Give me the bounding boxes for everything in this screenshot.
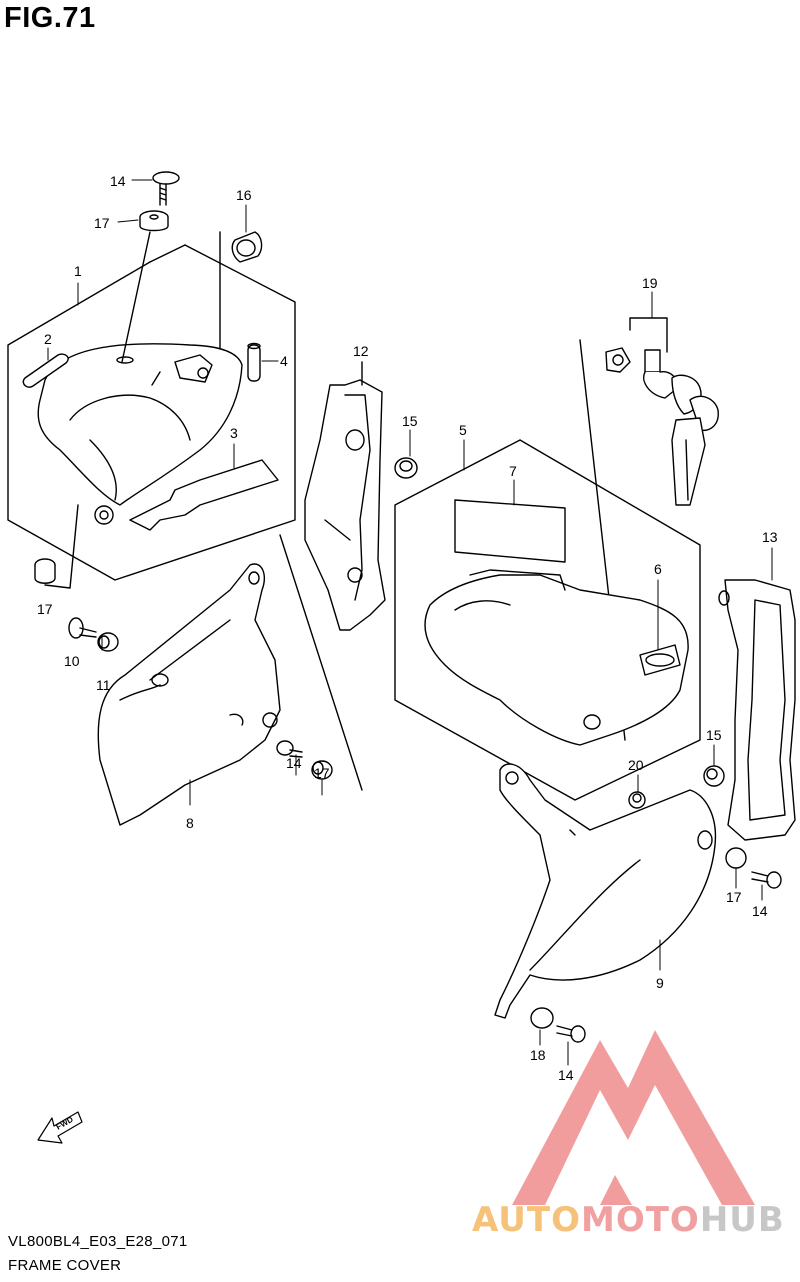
leader-lines (47, 179, 773, 1066)
leader-17a-part1 (121, 231, 151, 363)
watermark-hub: HUB (699, 1200, 785, 1240)
part-8-side-cover (97, 563, 281, 826)
part-14-screw-mid (276, 740, 303, 758)
figure-label: FIG.71 (4, 2, 96, 34)
callout: 16 (236, 187, 252, 203)
part-14-screw-bottom (556, 1025, 586, 1043)
part-14-screw-right (751, 871, 782, 889)
callout: 3 (230, 425, 238, 441)
callout: 17 (726, 889, 742, 905)
callout: 14 (286, 755, 302, 771)
callout: 9 (656, 975, 664, 991)
callout: 14 (110, 173, 126, 189)
part-7-label (454, 499, 566, 563)
callout: 11 (96, 677, 111, 693)
callout: 14 (752, 903, 768, 919)
callout: 18 (530, 1047, 546, 1063)
watermark-auto: AUTO (472, 1200, 581, 1240)
callout-numbers: 14 17 16 1 2 4 3 17 10 11 12 15 5 7 19 6… (37, 173, 778, 1083)
leader-17b (44, 504, 79, 589)
part-17-grommet-mid (311, 760, 333, 780)
part-4-pin (247, 342, 261, 382)
callout: 19 (642, 275, 658, 291)
part-12-bracket (304, 379, 386, 631)
part-2-strip (22, 353, 69, 388)
watermark-moto: MOTO (580, 1200, 700, 1240)
callout: 13 (762, 529, 778, 545)
callout: 17 (94, 215, 110, 231)
part-20-grommet (628, 791, 646, 809)
part-1-cover (37, 343, 243, 525)
leader-group8 (279, 534, 363, 791)
part-11-grommet (97, 632, 119, 652)
part-16-grommet (231, 231, 263, 263)
diagram-code: VL800BL4_E03_E28_071 (8, 1233, 188, 1250)
part-10-screw (68, 617, 97, 639)
callout: 17 (37, 601, 53, 617)
part-5-frame-cover (424, 569, 689, 746)
callout: 8 (186, 815, 194, 831)
callout: 7 (509, 463, 517, 479)
callout: 4 (280, 353, 288, 369)
callout: 15 (402, 413, 418, 429)
part-19-lock-set (605, 317, 719, 506)
callout: 14 (558, 1067, 574, 1083)
callout: 12 (353, 343, 369, 359)
part-13-guard (718, 579, 796, 841)
section-title: FRAME COVER (8, 1257, 122, 1274)
part-17-grommet-top (139, 210, 169, 232)
watermark-logo (512, 1030, 755, 1205)
part-17-grommet-left (34, 558, 56, 584)
part-18-grommet (530, 1007, 554, 1029)
callout: 5 (459, 422, 467, 438)
watermark-text: AUTOMOTOHUB (472, 1200, 785, 1240)
callout: 17 (314, 765, 330, 781)
part-17-grommet-right (725, 847, 747, 869)
part-14-screw-top (152, 171, 180, 206)
callout: 1 (74, 263, 82, 279)
part-15-grommet-b (703, 765, 725, 787)
callout: 2 (44, 331, 52, 347)
callout: 10 (64, 653, 80, 669)
fwd-arrow-icon: FWD (37, 1111, 83, 1144)
part-9-lower-cover (494, 763, 717, 1019)
callout: 15 (706, 727, 722, 743)
callout: 20 (628, 757, 644, 773)
callout: 6 (654, 561, 662, 577)
part-15-grommet-a (394, 457, 418, 479)
part-3-plate (129, 459, 279, 531)
